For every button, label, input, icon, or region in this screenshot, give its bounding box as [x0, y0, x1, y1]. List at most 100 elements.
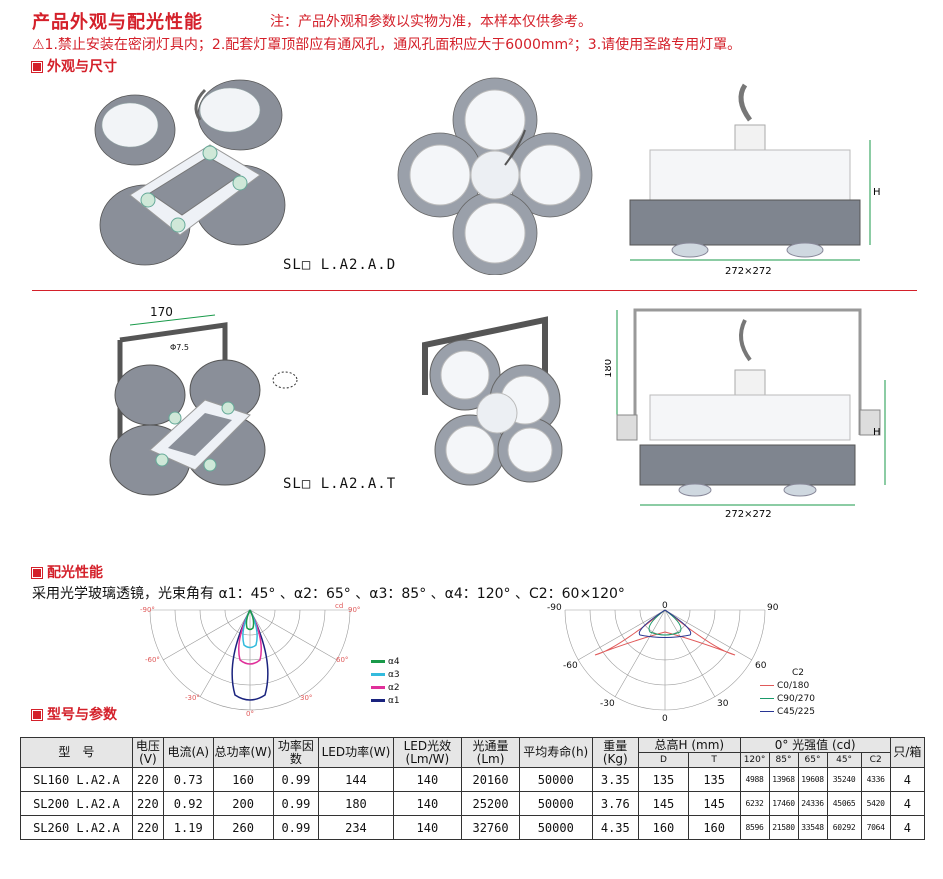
- legend-item: α3: [371, 669, 400, 682]
- table-cell-flux: 20160: [461, 767, 521, 792]
- table-cell-pf: 0.99: [272, 815, 320, 840]
- table-cell-d: 135: [638, 767, 689, 792]
- table-cell-i45: 45065: [826, 791, 862, 816]
- table-cell-led_power: 144: [318, 767, 394, 792]
- table-cell-efficacy: 140: [392, 767, 463, 792]
- polar-label: 0: [662, 601, 668, 611]
- params-section-title: 型号与参数: [31, 704, 117, 724]
- polar-label: -90°: [140, 606, 155, 614]
- table-cell-ic2: 4336: [860, 767, 891, 792]
- table-cell-box: 4: [889, 791, 926, 816]
- table-cell-total_power: 200: [212, 791, 274, 816]
- optics-description: 采用光学玻璃透镜，光束角有 α1：45° 、α2：65° 、α3：85° 、α4…: [32, 586, 625, 602]
- dim-170: 170: [150, 305, 173, 319]
- legend-item: α4: [371, 656, 400, 669]
- c2-legend: C2 C0/180 C90/270 C45/225: [760, 667, 815, 719]
- product-image-t-angled: 170 Φ7.5: [109, 305, 298, 496]
- table-cell-led_power: 180: [318, 791, 394, 816]
- alpha-legend: α4 α3 α2 α1: [371, 656, 400, 708]
- polar-chart-c2: -90 0 90 -60 60 -30 30 0: [547, 601, 779, 724]
- table-cell-efficacy: 140: [392, 815, 463, 840]
- header-height-d: D: [638, 752, 689, 768]
- table-cell-i45: 35240: [826, 767, 862, 792]
- header-i120: 120°: [739, 752, 770, 768]
- table-cell-pf: 0.99: [272, 767, 320, 792]
- table-cell-i85: 13968: [768, 767, 799, 792]
- dim-h-top: H: [873, 187, 881, 198]
- table-cell-i85: 17460: [768, 791, 799, 816]
- table-cell-weight: 3.35: [591, 767, 640, 792]
- optics-section-title: 配光性能: [31, 562, 103, 582]
- table-cell-d: 160: [638, 815, 689, 840]
- dim-272-top: 272×272: [725, 266, 772, 277]
- table-cell-t: 145: [687, 791, 741, 816]
- polar-label: -90: [547, 603, 562, 613]
- polar-label: -60°: [145, 656, 160, 664]
- table-cell-weight: 4.35: [591, 815, 640, 840]
- product-image-d-angled: [94, 79, 286, 266]
- table-cell-i45: 60292: [826, 815, 862, 840]
- table-cell-flux: 25200: [461, 791, 521, 816]
- appearance-section-title: 外观与尺寸: [31, 56, 117, 76]
- header-lifetime: 平均寿命(h): [519, 737, 593, 768]
- table-cell-box: 4: [889, 815, 926, 840]
- header-i65: 65°: [797, 752, 828, 768]
- header-i45: 45°: [826, 752, 862, 768]
- polar-label: cd: [335, 602, 343, 610]
- table-cell-i65: 33548: [797, 815, 828, 840]
- table-cell-life: 50000: [519, 767, 593, 792]
- header-total-height: 总高H (mm): [638, 737, 741, 753]
- table-cell-efficacy: 140: [392, 791, 463, 816]
- table-cell-i120: 6232: [739, 791, 770, 816]
- table-cell-i65: 19608: [797, 767, 828, 792]
- table-cell-current: 0.92: [162, 791, 214, 816]
- table-cell-voltage: 220: [131, 767, 164, 792]
- table-cell-model: SL200 L.A2.A: [20, 791, 133, 816]
- installation-warning: ⚠1.禁止安装在密闭灯具内；2.配套灯罩顶部应有通风孔，通风孔面积应大于6000…: [32, 37, 742, 53]
- table-cell-t: 135: [687, 767, 741, 792]
- header-ic2: C2: [860, 752, 891, 768]
- product-image-t-bottom: [422, 316, 563, 486]
- table-cell-led_power: 234: [318, 815, 394, 840]
- header-current: 电流(A): [162, 737, 214, 768]
- legend-title: C2: [792, 668, 805, 678]
- table-cell-model: SL260 L.A2.A: [20, 815, 133, 840]
- header-model: 型 号: [20, 737, 133, 768]
- legend-item: α2: [371, 682, 400, 695]
- model-label-d: SL□ L.A2.A.D: [283, 257, 397, 273]
- table-cell-voltage: 220: [131, 791, 164, 816]
- section-divider: [32, 290, 917, 291]
- polar-label: -60: [563, 661, 578, 671]
- polar-label: -30°: [185, 694, 200, 702]
- spec-table: 型 号 电压(V) 电流(A) 总功率(W) 功率因数 LED功率(W) LED…: [20, 737, 926, 840]
- table-cell-weight: 3.76: [591, 791, 640, 816]
- header-per-box: 只/箱: [889, 737, 926, 768]
- table-cell-t: 160: [687, 815, 741, 840]
- table-cell-i120: 4988: [739, 767, 770, 792]
- table-cell-current: 0.73: [162, 767, 214, 792]
- table-cell-i65: 24336: [797, 791, 828, 816]
- product-image-d-side: 272×272 H: [629, 83, 881, 277]
- table-cell-voltage: 220: [131, 815, 164, 840]
- legend-item: α1: [371, 695, 400, 708]
- table-cell-i85: 21580: [768, 815, 799, 840]
- table-cell-current: 1.19: [162, 815, 214, 840]
- table-cell-life: 50000: [519, 791, 593, 816]
- polar-label: 30°: [300, 694, 312, 702]
- table-cell-d: 145: [638, 791, 689, 816]
- polar-label: -30: [600, 699, 615, 709]
- header-led-power: LED功率(W): [318, 737, 394, 768]
- table-cell-i120: 8596: [739, 815, 770, 840]
- table-cell-model: SL160 L.A2.A: [20, 767, 133, 792]
- header-flux: 光通量(Lm): [461, 737, 521, 768]
- table-cell-ic2: 7064: [860, 815, 891, 840]
- product-image-d-bottom: [397, 77, 593, 275]
- legend-item: C0/180: [760, 680, 815, 693]
- dim-phi: Φ7.5: [170, 343, 189, 352]
- table-cell-total_power: 260: [212, 815, 274, 840]
- polar-chart-alpha: -90° 90° -60° 60° -30° 30° 0° cd: [140, 602, 360, 718]
- model-label-t: SL□ L.A2.A.T: [283, 476, 397, 492]
- header-height-t: T: [687, 752, 741, 768]
